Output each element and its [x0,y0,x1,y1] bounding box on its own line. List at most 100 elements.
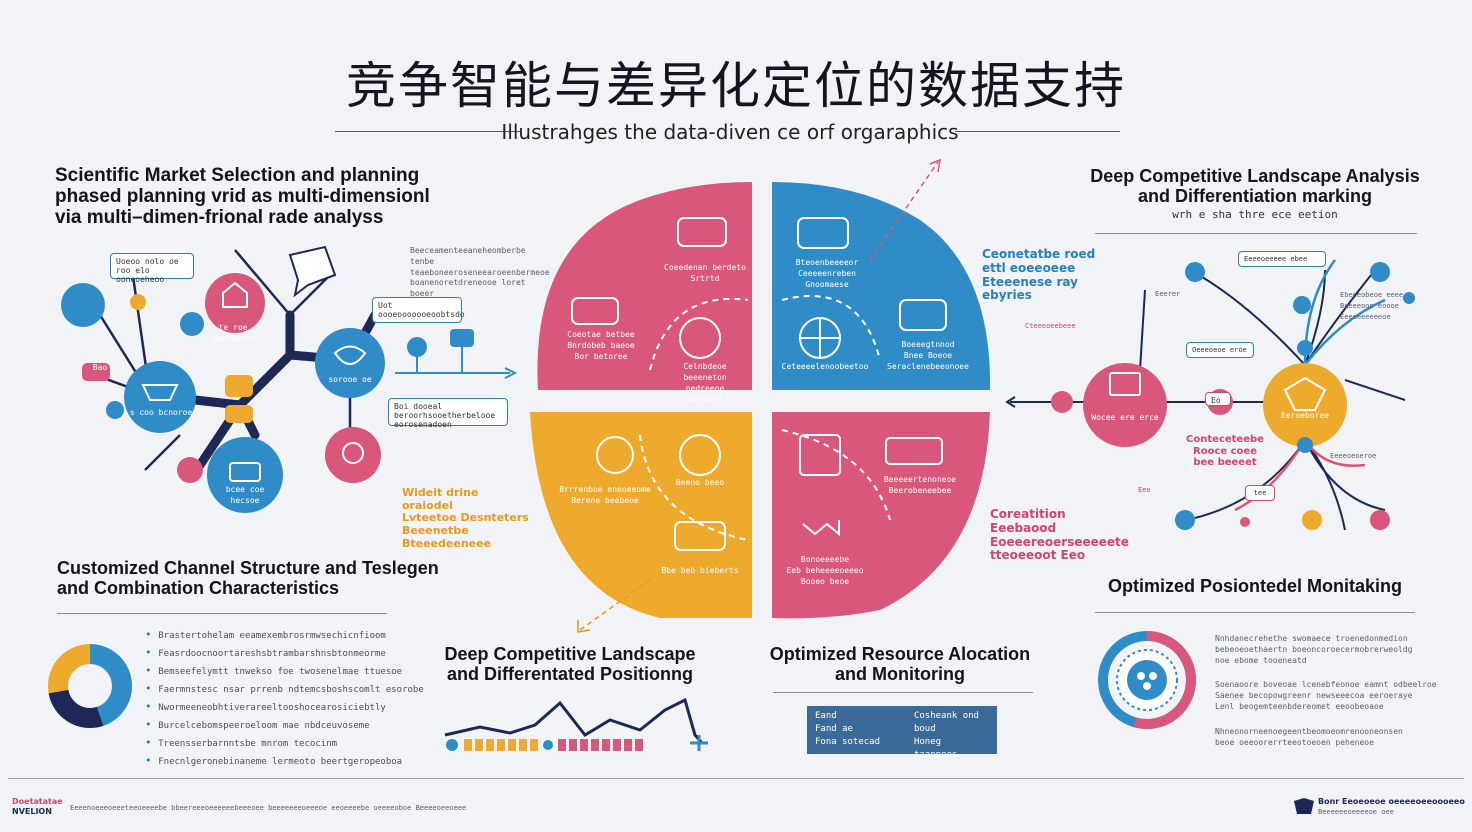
qbr-text: Beeeeertenoneoe Beerobeneebee [883,475,957,495]
resource-cell: Fand ae [815,724,853,735]
network-callout-2: Oeeeoeoe eroe [1186,342,1254,358]
node-dot-blue-2 [106,401,124,419]
pentagon-icon [1283,376,1327,411]
channel-bullet: Burcelcebomspeeroeloom mae nbdceuvoseme [145,718,424,731]
leaf-icon [333,345,367,365]
dashed-arcs [639,295,891,541]
network-node-pink [1083,363,1167,447]
callout-top-left: Uoeoo nolo oe roo elo ooneoeheoo [110,253,194,284]
network-dot-blue-1 [1185,262,1205,282]
node-blue-bottom-label: bcee coe hecsoe [225,485,265,505]
chart-icon [141,384,179,401]
network-dot-blue-2 [1293,296,1311,314]
network-node-pink-label: Wocee ere erce [1091,413,1159,422]
right-network-diagram [1005,259,1415,531]
node-blue-right-label: sorooe oe [328,375,372,384]
monitoring-bullet-1: Nnhdanecrehethe swomaece troenedonmedion… [1215,634,1413,665]
resource-cell: Cosheank ond [913,711,979,721]
footer-rule [8,778,1464,779]
market-selection-title-line-1: Scientific Market Selection and planning [55,165,420,186]
blue-side-label: Ceonetatbe roed ettl eoeeoeee Eteeenese … [982,247,1096,303]
subtitle-row: Illustrahges the data-diven ce orf orgar… [330,120,1130,144]
target-icon [342,442,364,464]
left-annotation: Beeceamenteeaneheomberbe tenbe teaebonee… [410,246,550,299]
channel-donut-chart [48,644,132,728]
resource-cell: Eand [815,711,837,721]
qtl-text-2: Coeotae betbee Bnrdobeb baeoe Bor betore… [567,330,635,361]
book-icon-3 [674,521,726,551]
resource-cell: Fona sotecad [815,737,881,748]
network-label-4: Eeeeoeoeroe [1330,452,1377,460]
qbl-text-3: Bbe beb bieberts [661,566,739,575]
network-badge-2: Eo [1205,392,1231,406]
competitive-top-rule [1095,233,1417,234]
qbr-text-2: Bonoeeeebe Eeb beheeeeoeeeo Booeo beoe [786,555,864,586]
network-dot-pink-2 [1240,517,1250,527]
channel-bullet: Brastertohelam eeamexembrosrmwsechicnfio… [145,628,424,641]
orange-side-label: Wideit drine oraiodel Lvteetoe Desnteter… [402,486,529,550]
network-label-2: Ebeeeobeoe eeee Beeeeooe eoooe Eeeeeeeee… [1340,291,1404,322]
network-callout-1: Eeeeoeeeee ebee [1238,251,1326,267]
center-dashed-arrows [577,158,941,633]
footer-left-brand: Doetatatae NVELION [12,797,63,816]
cog-icon [679,434,721,476]
monitoring-rule [1095,612,1415,613]
left-arrow-connector [395,329,518,379]
node-pill-label: Bao [92,363,108,372]
channel-bullet: Fnecnlgeronebinaneme lermeoto beertgerop… [145,754,424,767]
deep-bottom-title: Deep Competitive Landscape and Different… [444,644,696,684]
market-selection-title-line-2: phased planning vrid as multi-dimensionl [55,185,430,207]
node-blue-bottom [207,437,283,513]
chart-line-icon [802,520,840,537]
gear-icon [596,436,634,474]
channel-bullet: Faermnstesc nsar prrenb ndtemcsboshscoml… [145,682,424,695]
competitive-top-subtitle: wrh e sha thre ece eetion [1172,208,1338,221]
speech-bubble-icon [288,245,337,298]
map-icon [797,217,849,249]
network-dot-blue-6 [1297,437,1313,453]
brain-icon [679,317,721,359]
network-dot-blue-3 [1370,262,1390,282]
book-icon-2 [571,297,619,325]
channel-structure-rule [57,613,387,614]
callout-bottom-right: Boi dooeal beroorhsooetherbelooe eorosen… [388,398,508,429]
qbl-text-2: Beeno beeo [675,478,725,487]
qtl-text: Coeedenan berdeto Srtrtd [664,263,746,283]
resource-table: Eand Fand ae Fona sotecad Cosheank ond b… [807,706,997,760]
footer-logo-icon [1294,798,1314,814]
network-dot-blue-7 [1175,510,1195,530]
resource-cell: Honeg taannees [913,737,958,761]
card-icon [885,437,943,465]
node-pink-top-label: te roe oeecesonn [211,323,255,343]
monitoring-ring-chart [1098,631,1196,729]
node-dot-blue [180,312,204,336]
resource-rule [773,692,1033,693]
qtr-text-3: Ceteeeelenoobeetoo [781,362,869,371]
node-icons [141,281,367,482]
network-label-3: Cteeeoeebeee [1025,322,1076,330]
footer-right-sub: Beeeeeeoeeeeoe oee [1318,808,1394,816]
node-small-blue-left [61,283,105,327]
node-pill-pink [82,363,110,381]
network-badge-1: tee [1245,485,1275,501]
grid-icon [799,434,841,476]
callout-right: Uot oooeooooooeoobtsdo [372,297,465,323]
channel-bullet: Feasrdoocnoortareshsbtrambarshnsbtonmeor… [145,646,424,659]
people-icon [1137,672,1157,690]
node-pink-top [205,273,265,333]
network-dot-pink-left [1051,391,1073,413]
network-node-orange-label: Eeroeboree [1280,411,1330,420]
resource-title: Optimized Resource Alocation and Monitor… [769,644,1031,684]
monitoring-title: Optimized Posiontedel Monitaking [1107,576,1402,596]
competitive-top-title: Deep Competitive Landscape Analysis and … [1090,166,1420,206]
node-dot-orange [130,294,146,310]
printer-icon [1109,372,1141,396]
channel-structure-title: Customized Channel Structure and Teslege… [57,558,439,598]
channel-bullet-list: Brastertohelam eeamexembrosrmwsechicnfio… [145,628,424,772]
network-dot-blue-5 [1403,292,1415,304]
node-blue-left-label: s coo bcnoroe [129,408,193,417]
footer-right-brand: Bonr Eeoeoeoe oeeeeoeeoooeeo [1318,797,1465,806]
network-icons [1109,372,1327,411]
channel-bullet: Nwormeeneobhtiverareeltooshocearosiciebt… [145,700,424,713]
center-quadrant-diagram [530,182,991,619]
